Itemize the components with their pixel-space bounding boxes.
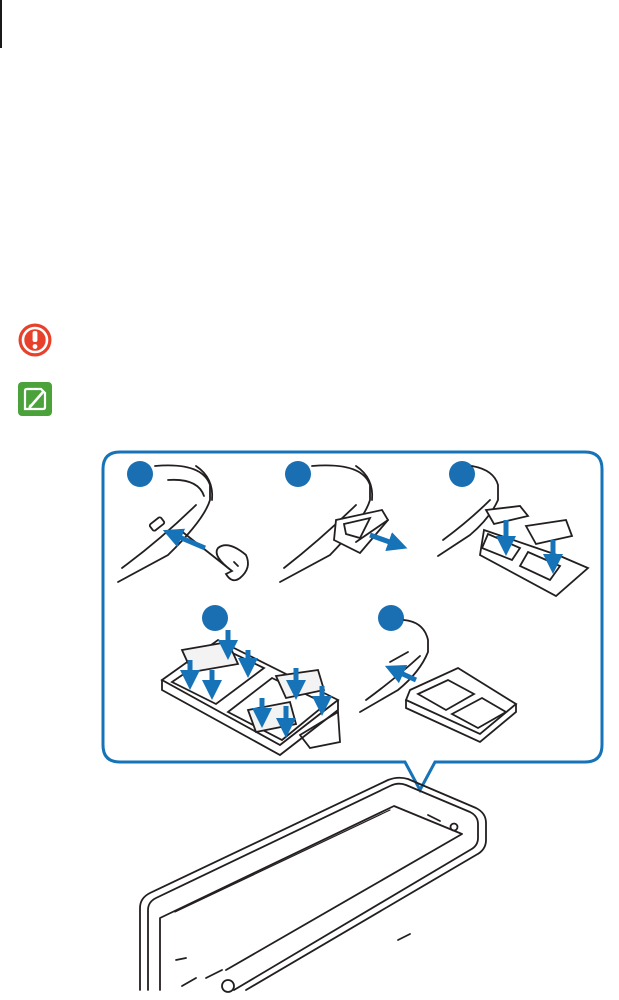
step-marker-3 — [449, 461, 475, 487]
step-marker-4 — [202, 605, 228, 631]
callout-bubble — [103, 452, 602, 790]
step-marker-1 — [127, 461, 153, 487]
phone-outline — [140, 778, 486, 992]
step-marker-5 — [378, 605, 404, 631]
step-marker-2 — [285, 461, 311, 487]
